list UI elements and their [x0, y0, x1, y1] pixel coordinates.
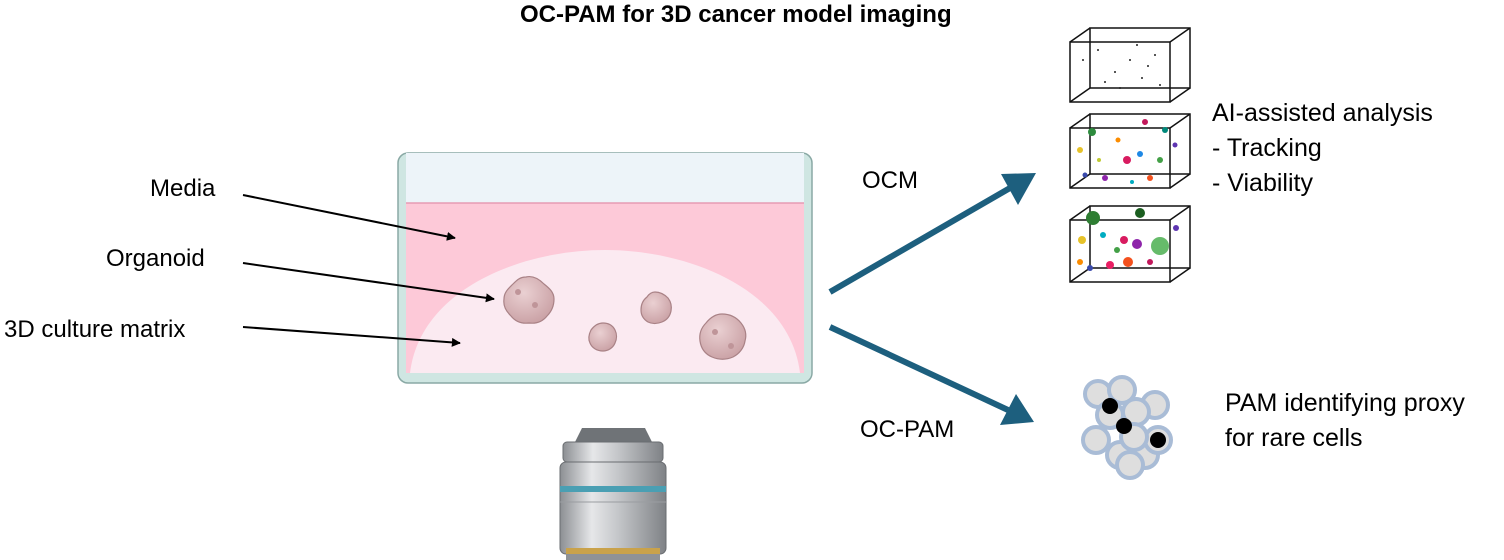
organoid: [588, 322, 618, 352]
organoid: [640, 291, 672, 325]
dish-headspace: [406, 153, 804, 203]
pam-result-line-1: PAM identifying proxy: [1225, 389, 1465, 417]
rare-cell-markers: [1102, 398, 1166, 448]
media-pointer-arrow: [242, 194, 456, 241]
organoid: [699, 313, 747, 360]
organoid-label: Organoid: [106, 245, 205, 272]
ocm-label: OCM: [862, 167, 918, 194]
organoid-pointer-arrow: [242, 262, 495, 303]
ocm-volume-tracked: [1069, 205, 1191, 283]
ocm-result-line-2: - Tracking: [1212, 134, 1322, 162]
ocpam-label: OC-PAM: [860, 416, 954, 443]
media-label: Media: [150, 175, 216, 202]
ocm-result-line-1: AI-assisted analysis: [1212, 99, 1433, 127]
pam-result-line-2: for rare cells: [1225, 424, 1363, 452]
ocm-volume-raw: [1069, 27, 1191, 103]
organoids: [503, 275, 747, 360]
ocpam-arrow: [828, 324, 1034, 425]
culture-dish: [397, 152, 813, 384]
matrix-label: 3D culture matrix: [4, 316, 185, 343]
organoid: [503, 275, 555, 324]
ocm-volume-segmented: [1069, 113, 1191, 189]
objective-lens-icon: [559, 428, 667, 560]
diagram-title: OC-PAM for 3D cancer model imaging: [520, 1, 952, 28]
ocm-result-line-3: - Viability: [1212, 169, 1313, 197]
matrix-pointer-arrow: [242, 326, 461, 347]
ocm-arrow: [828, 173, 1036, 295]
